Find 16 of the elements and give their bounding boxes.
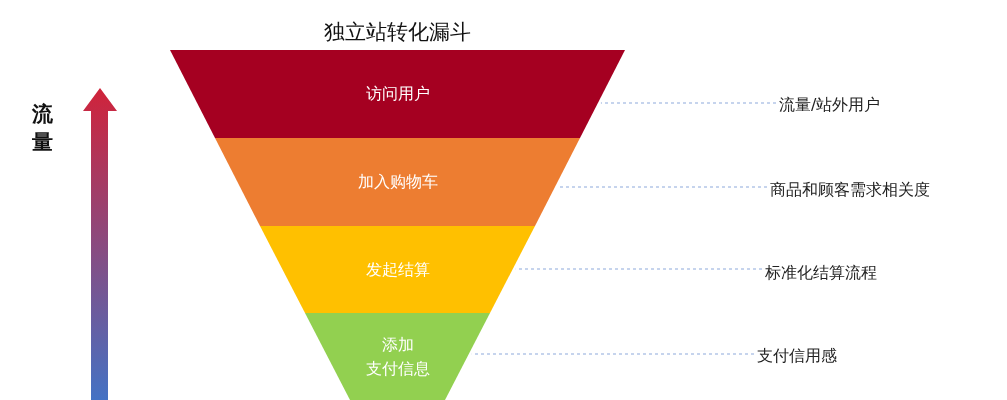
leader-line [557, 186, 768, 188]
funnel-stage [260, 226, 535, 313]
stage-label: 发起结算 [364, 258, 431, 281]
title: 独立站转化漏斗 [323, 19, 471, 46]
stage-label: 添加支付信息 [364, 333, 431, 380]
note-text: 流量/站外用户 [779, 95, 881, 115]
funnel-stage [170, 50, 625, 138]
leader-line [600, 102, 777, 104]
funnel-stage [215, 138, 580, 226]
funnel-stage [305, 313, 490, 400]
axis-label: 流量 [31, 101, 53, 156]
note-text: 支付信用感 [757, 346, 837, 366]
note-text: 商品和顾客需求相关度 [770, 180, 930, 200]
note-text: 标准化结算流程 [765, 263, 877, 283]
stage-label: 访问用户 [364, 83, 431, 105]
stage-label: 加入购物车 [356, 171, 439, 193]
